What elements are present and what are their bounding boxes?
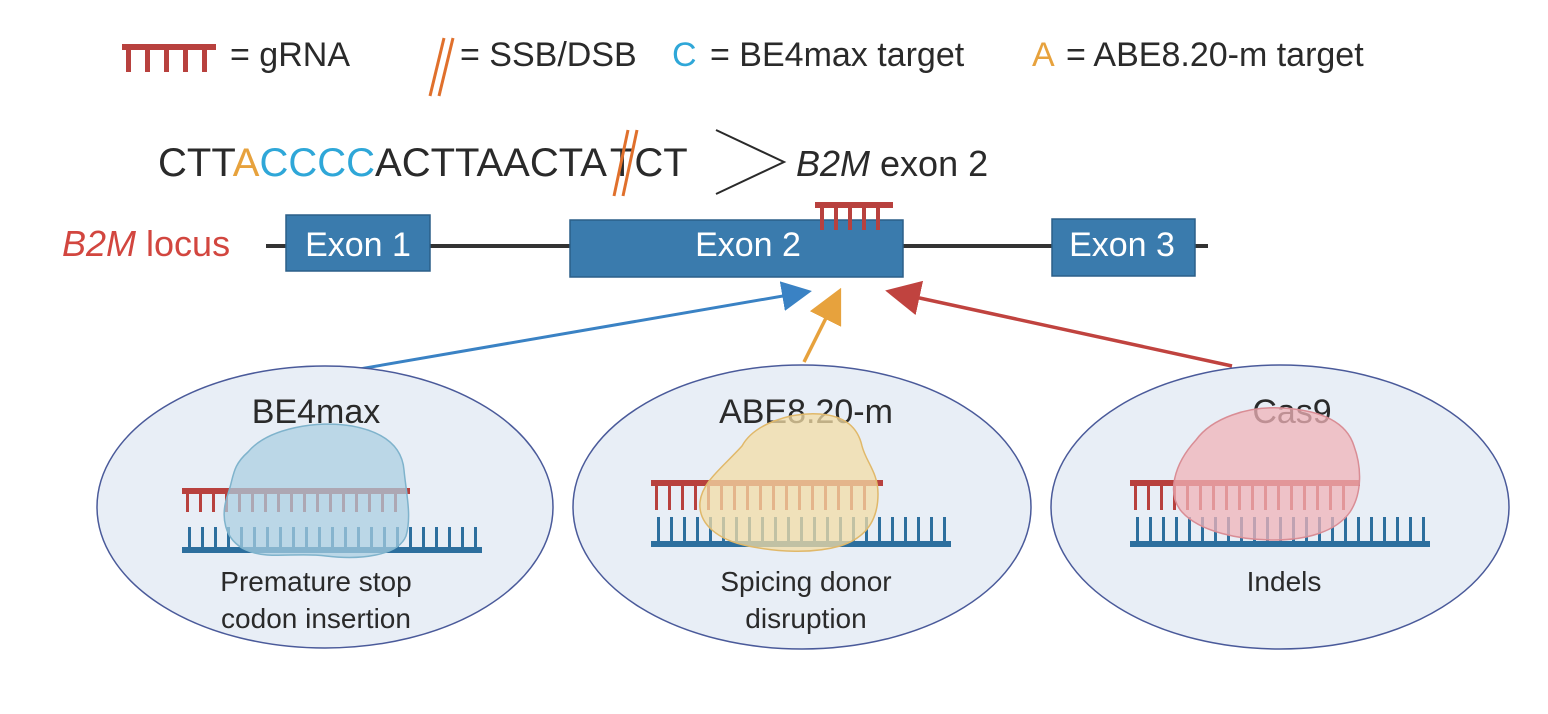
sequence-c-targets: CCCC <box>259 141 375 185</box>
abe-arrow <box>802 287 842 363</box>
legend: = gRNA = SSB/DSB C = BE4max target A = A… <box>122 36 1364 97</box>
abe-effect-line1: Spicing donor <box>720 566 891 597</box>
exon-2: Exon 2 <box>569 219 904 278</box>
sequence-target-label: B2M exon 2 <box>796 143 988 184</box>
abe-panel: ABE8.20-m Spicing donor disruption <box>572 364 1032 650</box>
be4max-arrow <box>341 281 812 374</box>
cas9-arrow <box>885 280 1233 368</box>
grna-on-exon-icon <box>815 202 893 230</box>
locus-label: B2M locus <box>62 223 230 264</box>
exon-3: Exon 3 <box>1051 218 1196 277</box>
abe-effect-line2: disruption <box>745 603 866 634</box>
c-target-label: = BE4max target <box>710 36 965 74</box>
break-legend-icon <box>428 37 455 97</box>
grna-legend-icon <box>122 44 216 72</box>
sequence-segment-2: ACTTAACTA <box>375 141 607 185</box>
cas9-effect-line1: Indels <box>1247 566 1322 597</box>
a-target-symbol: A <box>1032 36 1055 74</box>
grna-legend-label: = gRNA <box>230 36 350 74</box>
sequence-a-target: A <box>233 141 260 185</box>
c-target-symbol: C <box>672 36 697 74</box>
be4max-panel: BE4max Premature stop codon insertion <box>96 365 554 649</box>
break-legend-label: = SSB/DSB <box>460 36 637 74</box>
sequence-segment-1: CTT <box>158 141 235 185</box>
abe-protein-icon <box>699 413 879 552</box>
exon-1-label: Exon 1 <box>305 226 411 264</box>
zoom-bracket-icon <box>715 129 787 195</box>
be4max-effect-line1: Premature stop <box>220 566 411 597</box>
cas9-protein-icon <box>1172 407 1361 541</box>
a-target-label: = ABE8.20-m target <box>1066 36 1364 74</box>
be4max-protein-icon <box>223 423 410 559</box>
be4max-effect-line2: codon insertion <box>221 603 411 634</box>
cas9-panel: Cas9 Indels <box>1050 364 1510 650</box>
exon-3-label: Exon 3 <box>1069 226 1175 264</box>
exon-2-label: Exon 2 <box>695 226 801 264</box>
cut-site-icon <box>612 129 639 197</box>
exon-1: Exon 1 <box>285 214 431 272</box>
b2m-locus: B2M locus Exon 1 Exon 2 Exon 3 <box>62 202 1208 278</box>
